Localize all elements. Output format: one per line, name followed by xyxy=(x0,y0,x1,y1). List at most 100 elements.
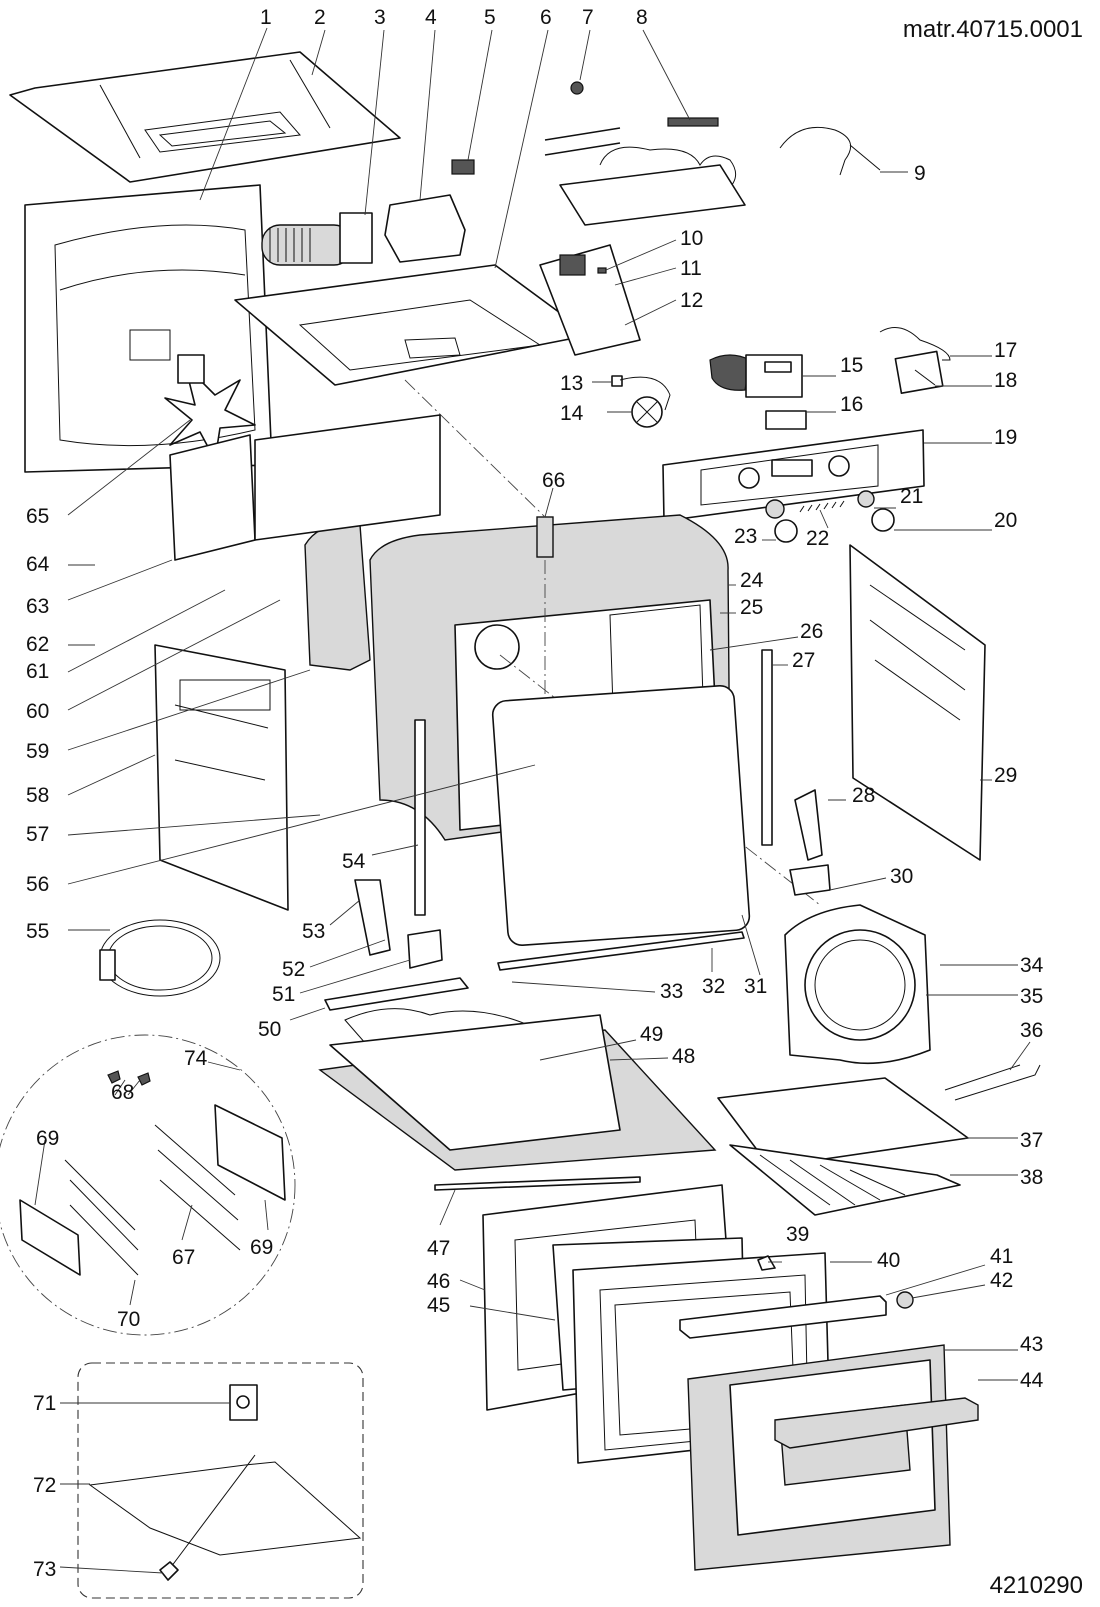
callout-69-left: 69 xyxy=(36,1127,59,1150)
part-insulation-left xyxy=(304,523,371,671)
callout-1: 1 xyxy=(260,6,272,29)
part-knob-bush-left xyxy=(765,499,785,519)
callout-28: 28 xyxy=(852,784,875,807)
callout-46: 46 xyxy=(427,1270,450,1293)
part-hinge-receiver-right xyxy=(789,864,831,896)
callout-41: 41 xyxy=(990,1245,1013,1268)
callout-16: 16 xyxy=(840,393,863,416)
callout-29: 29 xyxy=(994,764,1017,787)
callout-27: 27 xyxy=(792,649,815,672)
callout-23: 23 xyxy=(734,525,757,548)
callout-14: 14 xyxy=(560,402,584,425)
callout-68: 68 xyxy=(111,1081,134,1104)
callout-8: 8 xyxy=(636,6,648,29)
callout-20: 20 xyxy=(994,509,1017,532)
callout-18: 18 xyxy=(994,369,1017,392)
part-fan-cover xyxy=(784,904,931,1065)
callout-72: 72 xyxy=(33,1474,56,1497)
callout-22: 22 xyxy=(806,527,829,550)
callout-42: 42 xyxy=(990,1269,1013,1292)
part-housing xyxy=(384,194,466,263)
callout-3: 3 xyxy=(374,6,386,29)
callout-62: 62 xyxy=(26,633,49,656)
callout-55: 55 xyxy=(26,920,49,943)
callout-64: 64 xyxy=(26,553,50,576)
part-hinge-right xyxy=(794,789,823,861)
callout-31: 31 xyxy=(744,975,767,998)
part-rear-cover xyxy=(169,414,441,561)
callout-25: 25 xyxy=(740,596,763,619)
callout-54: 54 xyxy=(342,850,366,873)
callout-11: 11 xyxy=(680,257,702,280)
part-shelf-supports xyxy=(19,1070,286,1276)
part-tangential-fan xyxy=(261,212,373,266)
part-top-plate xyxy=(234,264,591,386)
callout-32: 32 xyxy=(702,975,725,998)
callout-61: 61 xyxy=(26,660,49,683)
callout-71: 71 xyxy=(33,1392,56,1415)
callout-34: 34 xyxy=(1020,954,1044,977)
callout-4: 4 xyxy=(425,6,437,29)
part-end-cap xyxy=(896,1291,914,1309)
callout-30: 30 xyxy=(890,865,913,888)
part-bottom-plate xyxy=(318,1014,717,1171)
callout-10: 10 xyxy=(680,227,703,250)
callout-69-right: 69 xyxy=(250,1236,273,1259)
part-bulb xyxy=(570,81,584,95)
part-door-hinge-pad xyxy=(757,1255,776,1271)
callout-57: 57 xyxy=(26,823,49,846)
part-programmer xyxy=(709,354,803,398)
part-runner-right xyxy=(761,649,773,846)
part-rotisserie xyxy=(88,1384,362,1581)
part-trim xyxy=(497,931,745,971)
callout-49: 49 xyxy=(640,1023,663,1046)
callout-5: 5 xyxy=(484,6,496,29)
part-outer-door xyxy=(687,1344,951,1571)
callout-13: 13 xyxy=(560,372,583,395)
part-grill-element xyxy=(544,117,746,226)
callout-12: 12 xyxy=(680,289,703,312)
callout-17: 17 xyxy=(994,339,1017,362)
callout-19: 19 xyxy=(994,426,1017,449)
callout-21: 21 xyxy=(900,485,923,508)
part-door-handle xyxy=(774,1397,979,1449)
callout-26: 26 xyxy=(800,620,823,643)
part-control-panel xyxy=(662,429,925,522)
callout-58: 58 xyxy=(26,784,49,807)
part-wire-clip xyxy=(944,1064,1041,1101)
callout-48: 48 xyxy=(672,1045,695,1068)
kit-boundary-shelf-supports xyxy=(0,1034,296,1336)
part-turnspit-motor xyxy=(611,375,671,428)
callout-60: 60 xyxy=(26,700,49,723)
callout-6: 6 xyxy=(540,6,552,29)
callout-65: 65 xyxy=(26,505,49,528)
part-electronic-board xyxy=(539,244,641,356)
callout-66: 66 xyxy=(542,469,565,492)
callout-39: 39 xyxy=(786,1223,809,1246)
drawing-number: 4210290 xyxy=(990,1572,1083,1599)
callout-67: 67 xyxy=(172,1246,195,1269)
part-circular-element xyxy=(99,919,221,997)
callout-24: 24 xyxy=(740,569,764,592)
callout-63: 63 xyxy=(26,595,49,618)
callout-73: 73 xyxy=(33,1558,56,1581)
part-thermal-cutout xyxy=(451,159,475,175)
callout-56: 56 xyxy=(26,873,49,896)
part-side-panel-right xyxy=(849,544,986,861)
callout-47: 47 xyxy=(427,1237,450,1260)
part-door-profile xyxy=(679,1295,887,1339)
part-knob-left xyxy=(774,519,798,543)
part-door-seal xyxy=(491,684,751,946)
callout-15: 15 xyxy=(840,354,863,377)
callout-40: 40 xyxy=(877,1249,900,1272)
callout-38: 38 xyxy=(1020,1166,1043,1189)
callout-36: 36 xyxy=(1020,1019,1043,1042)
callout-35: 35 xyxy=(1020,985,1043,1008)
callout-59: 59 xyxy=(26,740,49,763)
part-door-strip xyxy=(434,1176,641,1191)
kit-boundary-rotisserie xyxy=(77,1362,364,1599)
callout-50: 50 xyxy=(258,1018,281,1041)
callout-70: 70 xyxy=(117,1308,140,1331)
callout-52: 52 xyxy=(282,958,305,981)
